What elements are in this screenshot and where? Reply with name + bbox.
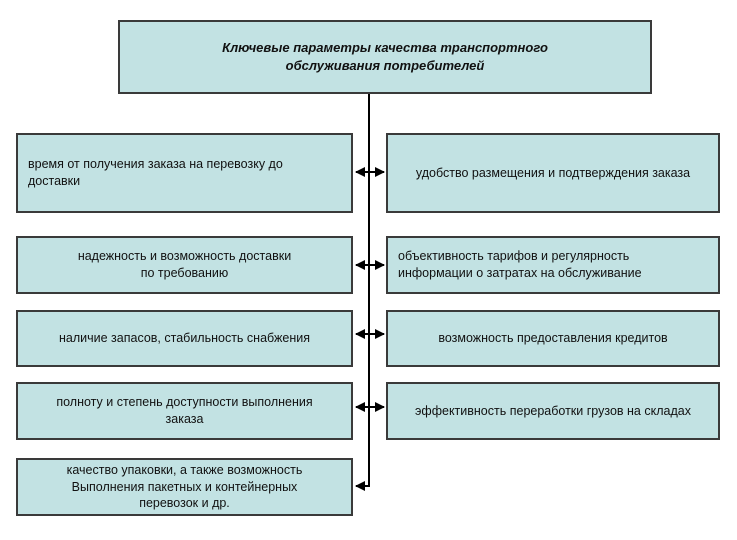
right-box-1-text: удобство размещения и подтверждения зака…: [415, 165, 691, 180]
right-box-3-text: возможность предоставления кредитов: [438, 331, 668, 346]
title-box: Ключевые параметры качества транспортног…: [118, 20, 652, 94]
left-box-2-text: надежность и возможность доставки по тре…: [77, 249, 292, 280]
left-box-1-text: время от получения заказа на перевозку д…: [28, 157, 283, 188]
right-box-4: эффективность переработки грузов на скла…: [386, 382, 720, 440]
left-box-4-text: полноту и степень доступности выполнения…: [56, 395, 313, 426]
right-box-3: возможность предоставления кредитов: [386, 310, 720, 367]
left-box-3-text: наличие запасов, стабильность снабжения: [58, 331, 311, 346]
right-box-2-text: объективность тарифов и регулярность инф…: [398, 249, 642, 280]
left-box-1: время от получения заказа на перевозку д…: [16, 133, 353, 213]
left-box-5-text: качество упаковки, а также возможность В…: [66, 462, 303, 511]
left-box-5: качество упаковки, а также возможность В…: [16, 458, 353, 516]
right-box-4-text: эффективность переработки грузов на скла…: [415, 403, 691, 418]
left-box-2: надежность и возможность доставки по тре…: [16, 236, 353, 294]
right-box-2: объективность тарифов и регулярность инф…: [386, 236, 720, 294]
title-text: Ключевые параметры качества транспортног…: [222, 40, 548, 73]
left-box-3: наличие запасов, стабильность снабжения: [16, 310, 353, 367]
right-box-1: удобство размещения и подтверждения зака…: [386, 133, 720, 213]
left-box-4: полноту и степень доступности выполнения…: [16, 382, 353, 440]
